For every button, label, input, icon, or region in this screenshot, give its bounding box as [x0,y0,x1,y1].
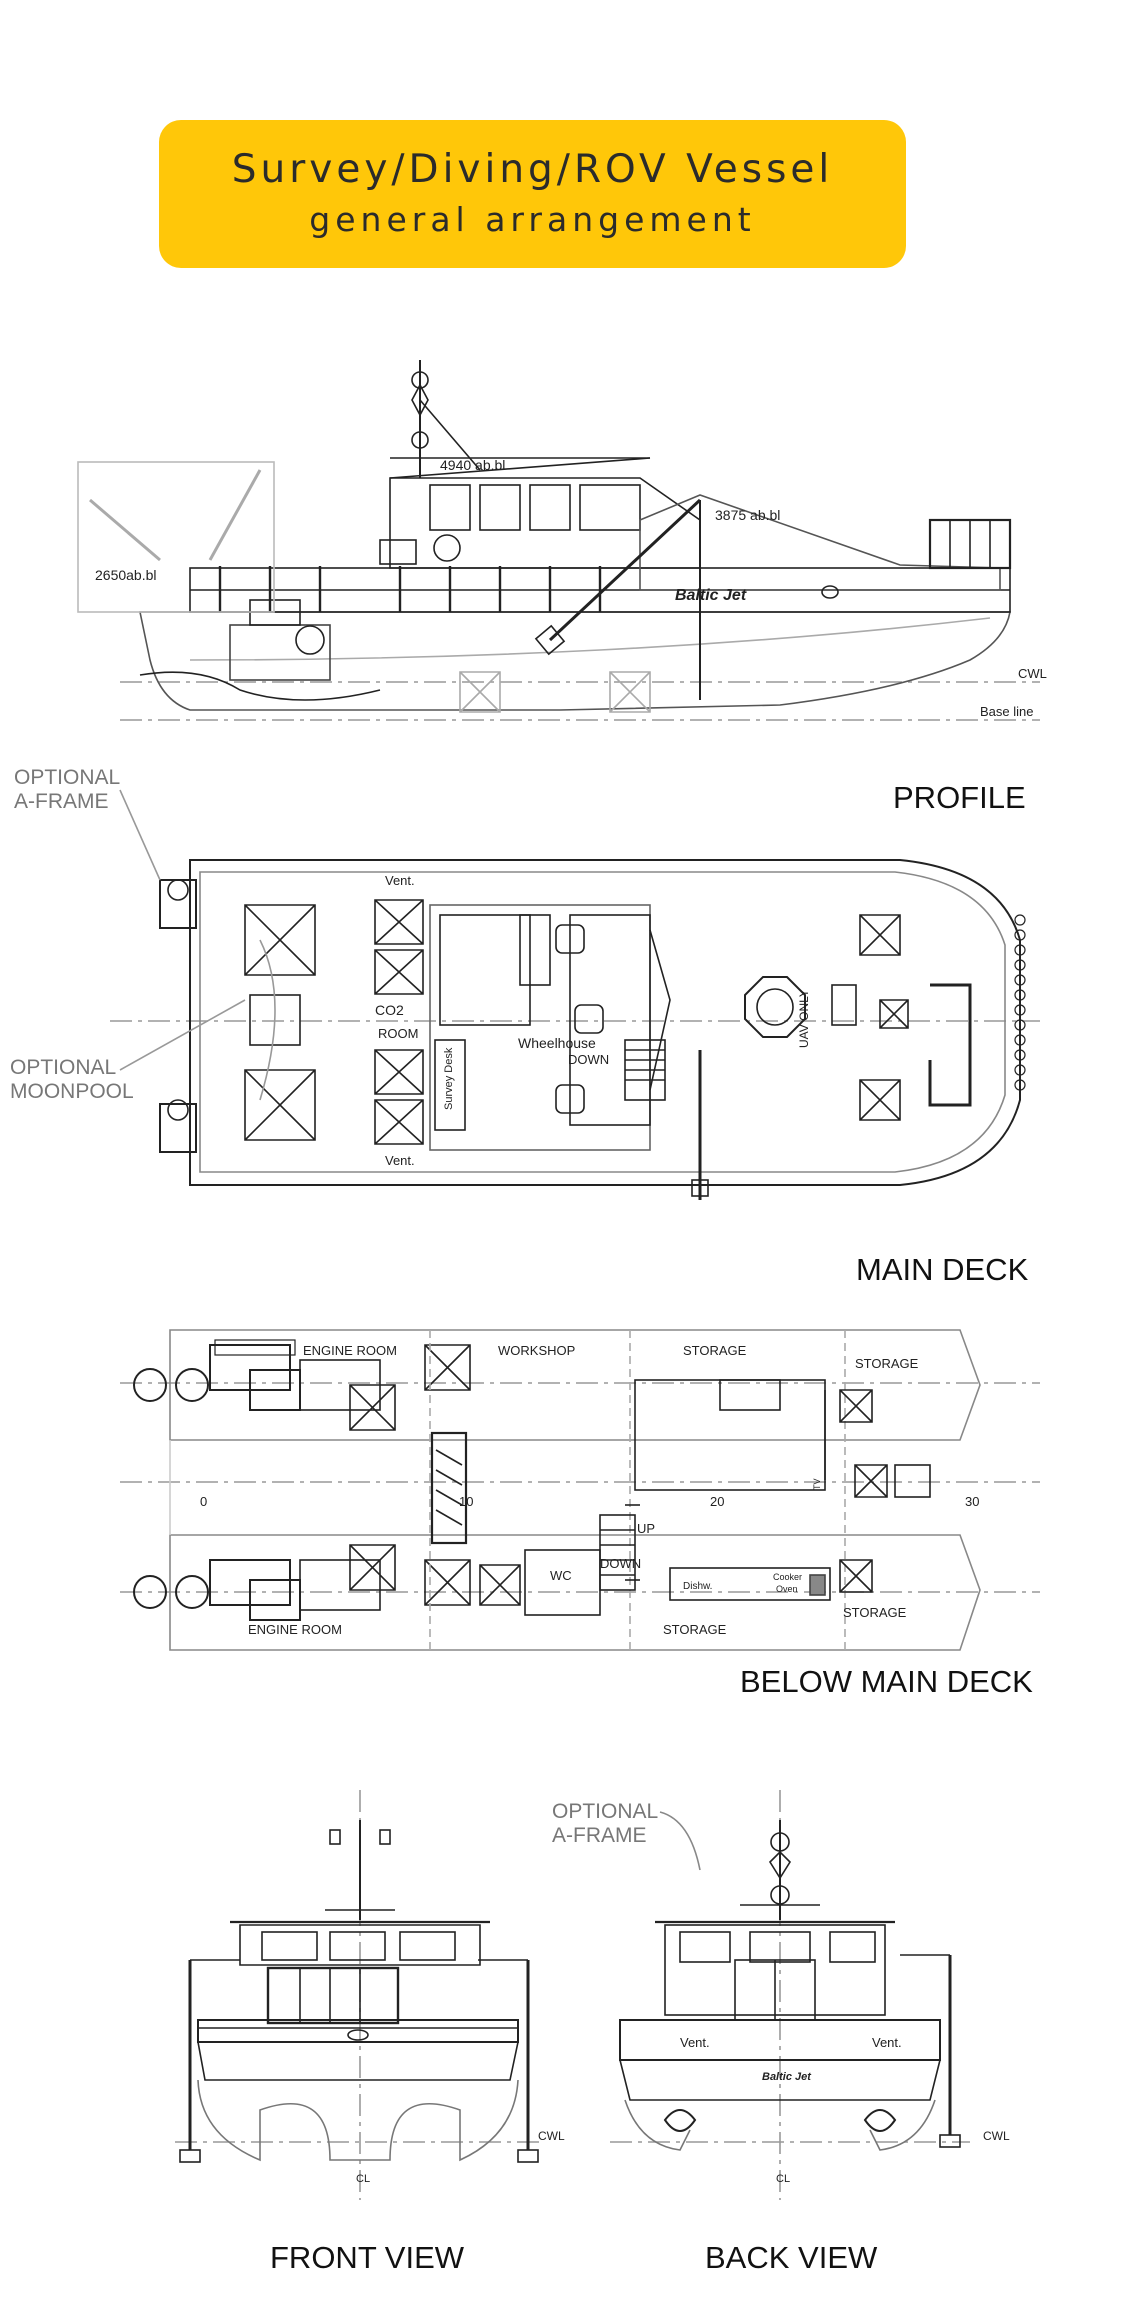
main-deck-room: ROOM [378,1026,418,1041]
below-wc: WC [550,1568,572,1583]
optional-moonpool-note: OPTIONAL MOONPOOL [10,1056,134,1103]
back-vent-left: Vent. [680,2035,710,2050]
back-hull-name: Baltic Jet [762,2071,812,2083]
front-view-drawing [175,1790,540,2200]
main-deck-survey-desk: Survey Desk [443,1047,455,1110]
main-deck-uav-only: UAV ONLY [797,989,811,1048]
title-line-1: Survey/Diving/ROV Vessel [231,147,834,192]
main-deck-label: MAIN DECK [856,1252,1029,1287]
back-aframe-note: OPTIONAL A-FRAME [552,1800,659,1847]
front-cwl: CWL [538,2129,565,2143]
main-deck-vent-bottom: Vent. [385,1153,415,1168]
back-cwl: CWL [983,2129,1010,2143]
main-deck-down: DOWN [568,1052,609,1067]
below-tv: TV [812,1478,822,1490]
profile-label: PROFILE [893,780,1026,815]
below-workshop: WORKSHOP [498,1343,575,1358]
below-deck-drawing [120,1329,1040,1651]
front-view-label: FRONT VIEW [270,2240,465,2275]
below-storage-top: STORAGE [683,1343,747,1358]
back-view-drawing [610,1790,970,2200]
profile-height-2650: 2650ab.bl [95,567,157,583]
frame-10: 10 [459,1494,473,1509]
below-main-deck-label: BELOW MAIN DECK [740,1664,1033,1699]
below-storage-bottom: STORAGE [663,1622,727,1637]
front-cl: CL [356,2173,370,2185]
below-down: DOWN [600,1556,641,1571]
title-line-2: general arrangement [309,200,756,239]
back-vent-right: Vent. [872,2035,902,2050]
frame-0: 0 [200,1494,207,1509]
main-deck-co2: CO2 [375,1002,404,1018]
below-engine-room-bottom: ENGINE ROOM [248,1622,342,1637]
profile-height-3875: 3875 ab.bl [715,507,780,523]
frame-20: 20 [710,1494,724,1509]
below-engine-room-top: ENGINE ROOM [303,1343,397,1358]
title-banner: Survey/Diving/ROV Vessel general arrange… [159,120,906,268]
profile-drawing [77,360,1040,721]
below-oven: Oven [776,1584,798,1594]
back-view-label: BACK VIEW [705,2240,878,2275]
optional-aframe-note: OPTIONAL A-FRAME [14,766,121,813]
below-cooker: Cooker [773,1572,802,1582]
below-storage-right-top: STORAGE [855,1356,919,1371]
main-deck-drawing [110,789,1040,1200]
main-deck-wheelhouse: Wheelhouse [518,1035,596,1051]
below-up: UP [637,1521,655,1536]
profile-baseline-label: Base line [980,704,1033,719]
frame-30: 30 [965,1494,979,1509]
main-deck-vent-top: Vent. [385,873,415,888]
below-storage-right-bottom: STORAGE [843,1605,907,1620]
below-dishwasher: Dishw. [683,1581,712,1592]
profile-height-4940: 4940 ab.bl [440,457,505,473]
profile-cwl-label: CWL [1018,666,1047,681]
back-cl: CL [776,2173,790,2185]
profile-hull-name: Baltic Jet [675,587,747,604]
